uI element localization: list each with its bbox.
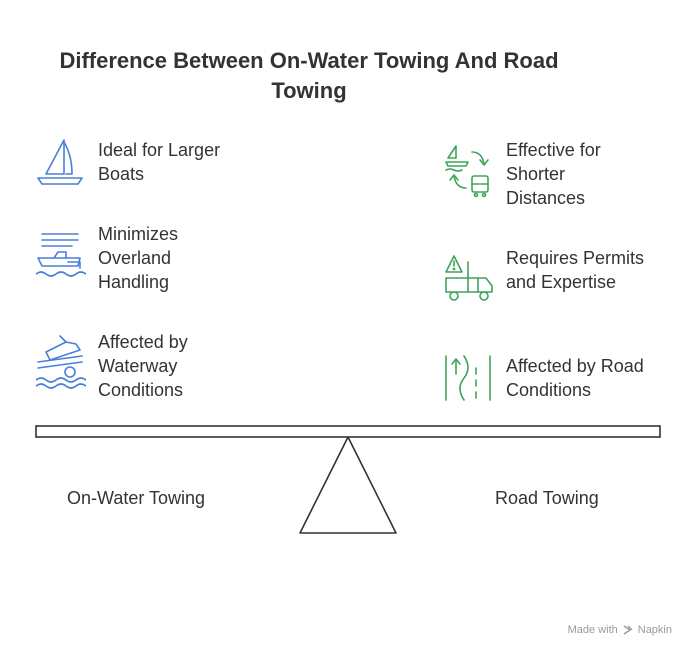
boat-to-truck-cycle-icon [444,138,494,198]
on-water-towing-label: On-Water Towing [67,488,206,508]
road-towing-label: Road Towing [495,488,599,508]
made-with-text: Made with [567,624,618,636]
left-item-1-label: Ideal for Larger Boats [98,140,221,184]
napkin-brand-text: Napkin [637,624,672,636]
right-item-1-label: Effective for Shorter Distances [506,140,601,208]
left-item-2-label: Minimizes Overland Handling [98,224,179,292]
seesaw-graphic [35,425,661,534]
seesaw-plank [35,425,661,438]
seesaw-fulcrum [299,436,397,534]
footer-attribution: Made with Napkin [568,624,672,636]
sailboat-icon [36,138,86,188]
road-icon [444,354,494,404]
left-item-3-label: Affected by Waterway Conditions [98,332,188,400]
right-item-3-label: Affected by Road Conditions [506,356,644,400]
page-title: Difference Between On-Water Towing And R… [59,48,559,103]
napkin-logo-icon [622,624,634,636]
motorboat-icon [36,222,86,277]
right-item-2-label: Requires Permits and Expertise [506,248,645,292]
truck-warning-icon [444,246,494,301]
boat-launch-icon [36,330,86,389]
